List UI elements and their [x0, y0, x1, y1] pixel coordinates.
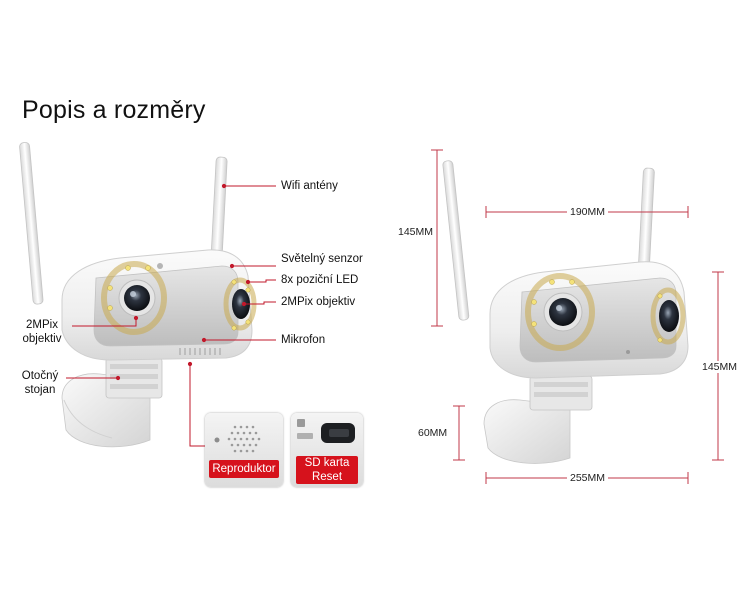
label-position-led: 8x poziční LED [281, 274, 359, 286]
left-led-dots [107, 265, 251, 331]
speaker-callout: Reproduktor [209, 460, 279, 478]
dim-antenna-height: 145MM [398, 226, 434, 238]
right-wall-mount [483, 399, 571, 464]
page-title: Popis a rozměry [22, 96, 206, 124]
label-microphone: Mikrofon [281, 334, 326, 346]
label-light-sensor: Světelný senzor [281, 253, 363, 265]
label-swivel-stand: Otočný stojan [14, 369, 66, 397]
dim-width-top: 190MM [567, 206, 609, 218]
right-lens-b [659, 300, 679, 332]
left-lens-b [232, 289, 250, 319]
sd-callout: SD karta Reset [296, 456, 358, 484]
label-swivel-stand-line-2: stojan [24, 384, 56, 396]
right-lens-a [549, 298, 577, 326]
label-lens-left-line-1: 2MPix [26, 319, 58, 331]
label-lens-left: 2MPix objektiv [14, 318, 70, 346]
right-antenna-front [637, 167, 655, 277]
left-camera [19, 142, 257, 448]
dim-body-height: 145MM [700, 361, 740, 373]
label-lens-right: 2MPix objektiv [281, 296, 356, 308]
right-antenna-back [442, 160, 470, 321]
left-antenna-front [210, 156, 228, 262]
left-antenna-back [19, 142, 44, 305]
sd-callout-line-2: Reset [311, 471, 343, 483]
left-vent-grille [179, 348, 221, 355]
label-wifi-antennas: Wifi antény [281, 180, 338, 192]
left-lens-a [124, 285, 150, 311]
dim-base-width: 255MM [567, 472, 609, 484]
right-camera [442, 160, 689, 464]
dim-stand-height: 60MM [418, 427, 448, 439]
left-light-sensor [157, 263, 163, 269]
speaker-grille-icon [214, 425, 261, 453]
leader-lines [66, 183, 276, 447]
label-lens-left-line-2: objektiv [22, 333, 62, 345]
sd-slot-icon [297, 419, 355, 443]
label-swivel-stand-line-1: Otočný [21, 370, 59, 382]
sd-callout-line-1: SD karta [304, 457, 350, 469]
